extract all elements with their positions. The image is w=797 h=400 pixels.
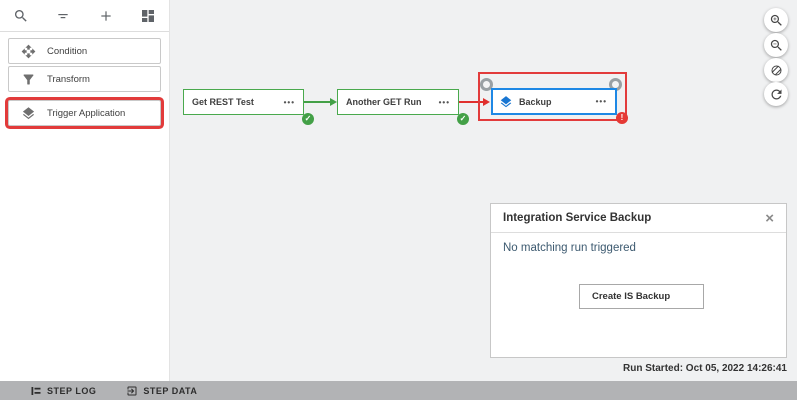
node-label: Get REST Test [192,97,254,107]
zoom-out-button[interactable] [764,33,788,57]
palette-item-label: Condition [47,45,88,57]
zoom-out-icon [769,38,784,53]
step-palette: Condition Transform Trigger Application [0,32,169,135]
panel-header: Integration Service Backup × [491,204,786,233]
close-icon[interactable]: × [765,209,774,227]
backup-node-highlight [478,72,627,121]
tab-step-log[interactable]: STEP LOG [30,385,96,397]
integration-service-backup-panel: Integration Service Backup × No matching… [490,203,787,358]
tab-step-data[interactable]: STEP DATA [126,385,197,397]
run-started-timestamp: Run Started: Oct 05, 2022 14:26:41 [623,363,787,374]
slashed-circle-button[interactable] [764,58,788,82]
palette-item-label: Transform [47,73,90,85]
panel-message: No matching run triggered [503,242,636,254]
node-menu-icon[interactable]: ••• [595,97,607,106]
edge-success [304,101,330,103]
blocks-icon[interactable] [132,3,164,29]
palette-item-label: Trigger Application [47,107,126,119]
layers-icon [21,106,36,121]
zoom-in-icon [769,13,784,28]
node-label: Backup [519,96,552,107]
node-success-badge: ✓ [302,113,314,125]
node-menu-icon[interactable]: ••• [438,97,450,107]
edge-error-arrowhead-icon [483,98,490,106]
sidebar-toolbar [0,0,169,32]
move-icon [21,44,36,59]
node-get-rest-test[interactable]: Get REST Test ••• [183,89,304,115]
create-is-backup-button[interactable]: Create IS Backup [579,284,704,309]
selection-handle-left[interactable] [480,78,493,91]
node-label: Another GET Run [346,97,422,107]
node-error-badge: ! [616,112,628,124]
step-log-icon [30,385,42,397]
edge-error [459,101,483,103]
node-backup[interactable]: Backup ••• [491,88,617,115]
layers-icon [499,95,513,109]
step-data-icon [126,385,138,397]
node-another-get-run[interactable]: Another GET Run ••• [337,89,459,115]
add-icon[interactable] [90,3,122,29]
search-icon[interactable] [5,3,37,29]
node-menu-icon[interactable]: ••• [283,97,295,107]
tab-label: STEP LOG [47,385,97,396]
zoom-in-button[interactable] [764,8,788,32]
tab-label: STEP DATA [143,385,198,396]
refresh-button[interactable] [764,82,788,106]
palette-item-trigger-application[interactable]: Trigger Application [8,100,161,126]
panel-title: Integration Service Backup [503,212,652,224]
sidebar: Condition Transform Trigger Application [0,0,170,381]
node-success-badge: ✓ [457,113,469,125]
filter-icon[interactable] [47,3,79,29]
edge-success-arrowhead-icon [330,98,337,106]
slashed-circle-icon [769,63,784,78]
refresh-icon [769,87,784,102]
palette-item-transform[interactable]: Transform [8,66,161,92]
palette-item-condition[interactable]: Condition [8,38,161,64]
footer-bar: STEP LOG STEP DATA [0,381,797,400]
funnel-icon [21,72,36,87]
